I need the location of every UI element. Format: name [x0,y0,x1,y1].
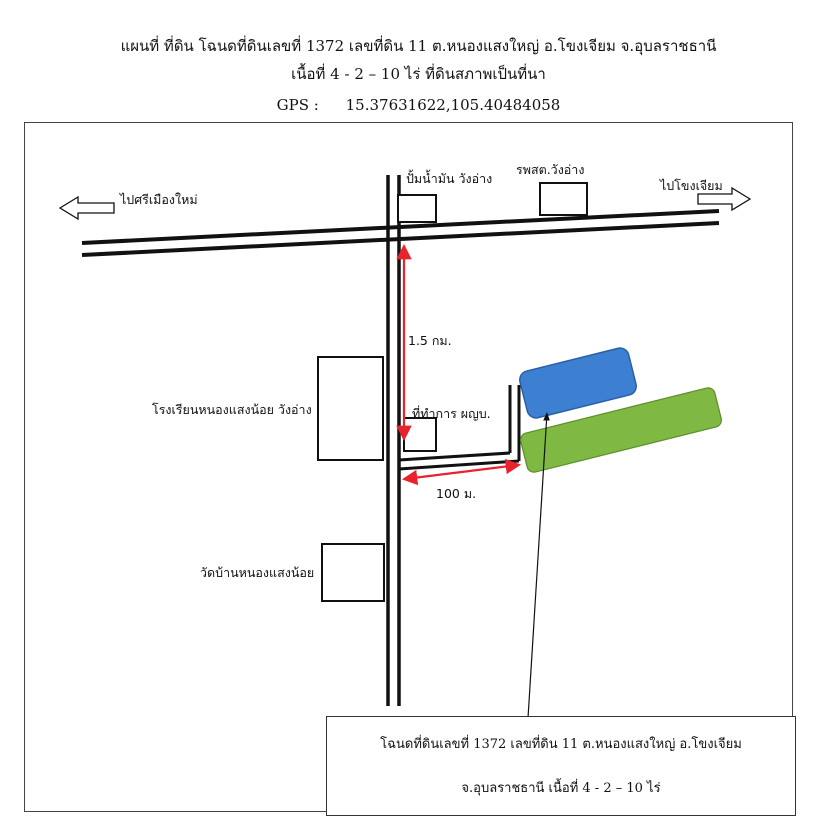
deed-info-line1: โฉนดที่ดินเลขที่ 1372 เลขที่ดิน 11 ต.หนอ… [380,737,742,752]
map-subtitle: เนื้อที่ 4 - 2 – 10 ไร่ ที่ดินสภาพเป็นที… [291,65,546,83]
label-to-west: ไปศรีเมืองใหม่ [120,192,198,207]
label-to-east: ไปโขงเจียม [660,178,723,193]
label-gas-station: ปั้มน้ำมัน วังอ่าง [406,171,493,186]
vertical-road [386,175,401,706]
school-building [317,356,384,461]
gps-label: GPS : [276,96,319,114]
health-center-building [539,182,588,216]
gps-coordinates: GPS : 15.37631622,105.40484058 [0,96,837,114]
arrow-east-icon [697,186,752,212]
label-distance-vertical: 1.5 กม. [408,333,452,348]
label-distance-horizontal: 100 ม. [436,486,477,501]
gas-station-building [397,194,437,223]
deed-info-box: โฉนดที่ดินเลขที่ 1372 เลขที่ดิน 11 ต.หนอ… [326,716,796,816]
distance-horizontal-arrow [401,458,522,486]
temple-building [321,543,385,602]
land-plot-blue [519,347,637,419]
map-title: แผนที่ ที่ดิน โฉนดที่ดินเลขที่ 1372 เลขท… [120,37,717,55]
label-village-office: ที่ทำการ ผญบ. [412,406,491,421]
arrow-west-icon [58,195,115,221]
land-plot-green [520,387,722,473]
deed-info-line2: จ.อุบลราชธานี เนื้อที่ 4 - 2 – 10 ไร่ [461,781,661,796]
leader-line [527,412,550,719]
map-canvas [58,175,752,719]
label-health-center: รพสต.วังอ่าง [516,162,585,177]
label-school: โรงเรียนหนองแสงน้อย วังอ่าง [152,402,312,417]
label-temple: วัดบ้านหนองแสงน้อย [200,565,315,580]
gps-value: 15.37631622,105.40484058 [345,96,561,114]
